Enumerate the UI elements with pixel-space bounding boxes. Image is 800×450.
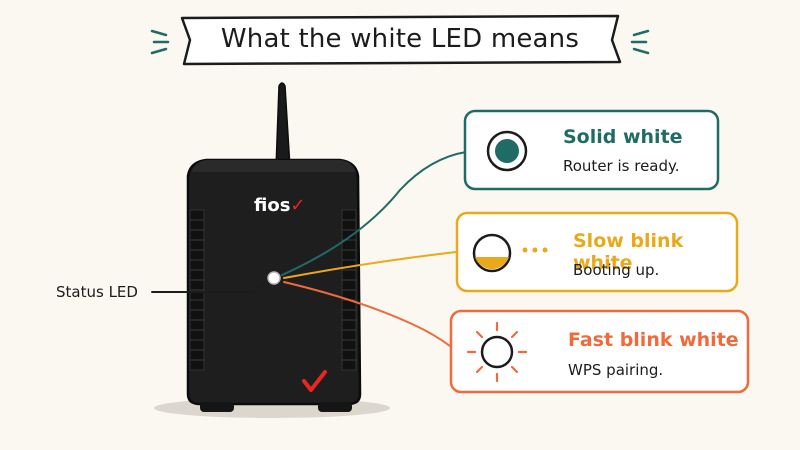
state-title: Solid white — [563, 126, 683, 148]
state-card-fast: Fast blink white WPS pairing. — [451, 311, 748, 392]
page-title: What the white LED means — [220, 24, 580, 54]
state-description: Booting up. — [573, 261, 660, 279]
state-card-solid: Solid white Router is ready. — [465, 111, 718, 189]
state-title: Fast blink white — [568, 329, 739, 351]
router-antenna — [275, 82, 291, 169]
connector-fast — [283, 281, 451, 347]
title-banner — [180, 14, 622, 66]
brand-check-icon — [302, 370, 327, 392]
sparkle-right-icon — [630, 29, 650, 55]
logo-check-icon: ✓ — [290, 195, 306, 216]
status-led-label: Status LED — [56, 283, 138, 301]
logo-text: fios — [254, 195, 291, 216]
state-card-slow: Slow blink white Booting up. — [457, 213, 737, 291]
connector-solid — [281, 151, 467, 276]
card-slow-frame — [455, 211, 739, 293]
connector-slow — [283, 251, 457, 279]
status-led — [267, 271, 281, 285]
ellipsis-dots-icon — [522, 247, 548, 253]
state-title: Slow blink white — [573, 230, 684, 274]
half-circle-icon — [472, 233, 512, 273]
state-description: WPS pairing. — [568, 361, 664, 379]
router-logo: fios✓ — [254, 195, 306, 216]
title-banner-area: What the white LED means — [180, 14, 620, 64]
sparkle-left-icon — [150, 29, 170, 55]
card-fast-frame — [449, 309, 750, 394]
sun-rays-icon — [466, 321, 528, 383]
solid-dot-icon — [486, 130, 528, 172]
state-description: Router is ready. — [563, 157, 680, 175]
led-pointer-line — [151, 280, 267, 293]
card-solid-frame — [463, 109, 720, 191]
